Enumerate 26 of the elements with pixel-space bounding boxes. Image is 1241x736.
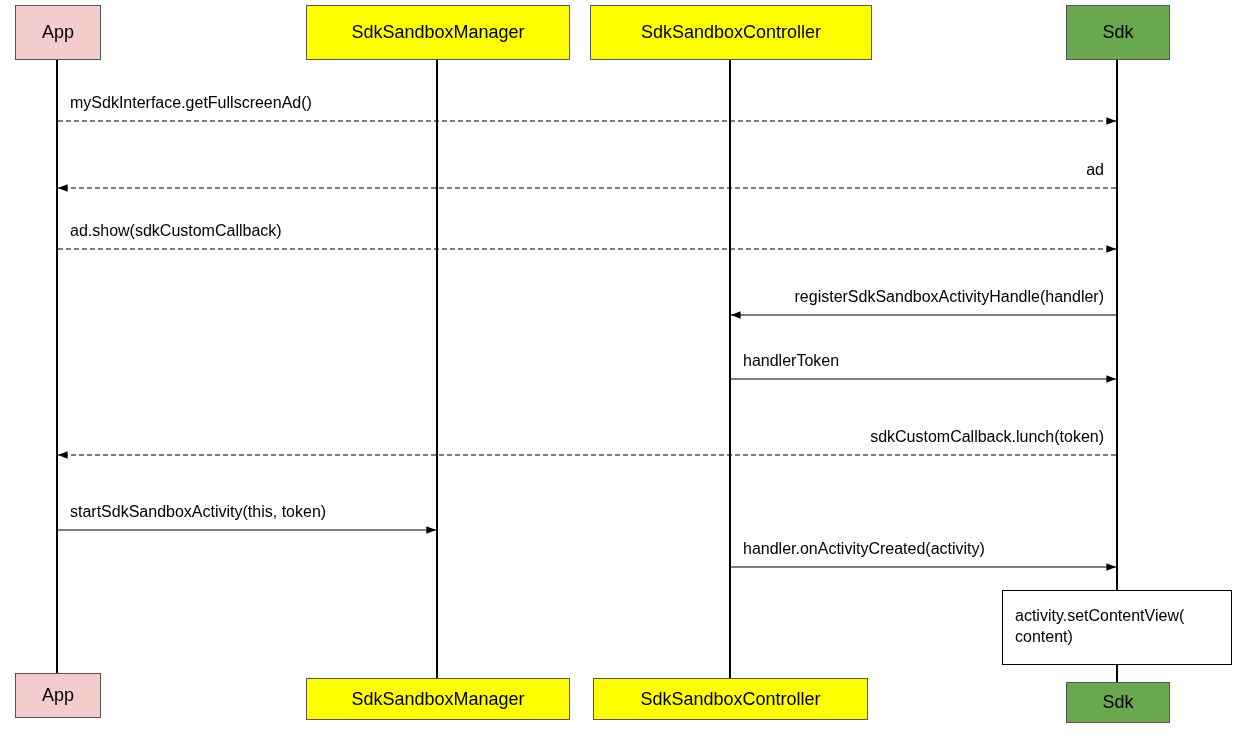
message-arrow [57,526,437,534]
edge-label: handler.onActivityCreated(activity) [741,540,987,558]
edge-label: startSdkSandboxActivity(this, token) [68,503,329,521]
participant-box: Sdk [1066,5,1170,60]
edge-label: mySdkInterface.getFullscreenAd() [68,94,314,112]
participant-box: Sdk [1066,682,1170,723]
message-arrow [57,245,1117,253]
participant-box: App [15,5,101,60]
participant-box: SdkSandboxManager [306,5,570,60]
participant-box: SdkSandboxController [593,678,868,720]
participant-box: App [15,673,101,718]
edge-label: registerSdkSandboxActivityHandle(handler) [792,288,1106,306]
note-box: activity.setContentView( content) [1002,590,1232,665]
lifeline [436,60,438,678]
lifeline [729,60,731,678]
message-arrow [57,451,1117,459]
participant-box: SdkSandboxManager [306,678,570,720]
edge-label: sdkCustomCallback.lunch(token) [868,428,1106,446]
lifeline [56,60,58,673]
participant-box: SdkSandboxController [590,5,872,60]
message-arrow [730,563,1117,571]
message-arrow [57,117,1117,125]
message-arrow [730,375,1117,383]
message-arrow [730,311,1117,319]
edge-label: ad.show(sdkCustomCallback) [68,222,284,240]
message-arrow [57,184,1117,192]
